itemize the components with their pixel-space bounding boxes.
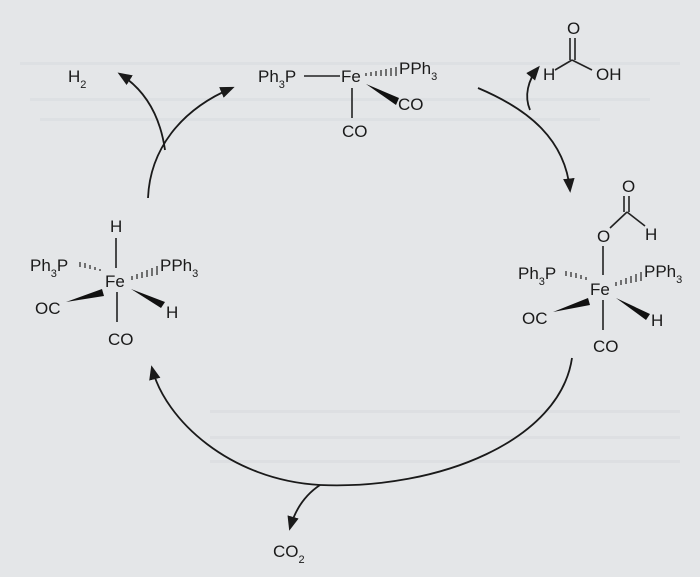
right-bottom-co: CO (593, 337, 619, 356)
left-right-wedge (131, 289, 165, 308)
top-bottom-co: CO (342, 122, 368, 141)
h2-byproduct: H2 (68, 67, 86, 91)
formic-acid: O H OH (543, 19, 622, 84)
formic-carbonyl-o: O (567, 19, 580, 38)
formic-h: H (543, 65, 555, 84)
right-formate-h: H (645, 225, 657, 244)
svg-text:CO2: CO2 (273, 542, 305, 566)
left-top-h: H (110, 217, 122, 236)
right-left-hash-bond (565, 271, 587, 280)
top-wedge-co: CO (398, 95, 424, 114)
left-iron-complex: H Ph3P Fe PPh3 OC H CO (30, 217, 198, 349)
right-left-wedge (553, 298, 590, 312)
arrow-to-formate-complex (477, 87, 575, 193)
arrow-formic-acid-entry (526, 65, 540, 111)
right-right-wedge (616, 298, 650, 320)
right-metal-fe: Fe (590, 280, 610, 299)
top-wedge-bond (366, 84, 399, 105)
top-left-ligand-ph3p: Ph3P (258, 67, 296, 91)
left-left-wedge (66, 289, 104, 302)
background-texture (20, 62, 680, 463)
right-left-ligand-ph3p: Ph3P (518, 264, 556, 288)
arrow-to-dihydride-complex (149, 357, 573, 487)
left-left-ligand-ph3p: Ph3P (30, 256, 68, 280)
right-carbonyl-o: O (622, 177, 635, 196)
top-hash-bond (365, 67, 397, 76)
arrow-h2-release (117, 72, 166, 151)
right-wedge-oc: OC (522, 309, 548, 328)
left-left-hash-bond (79, 262, 101, 271)
left-right-hash-bond (131, 266, 158, 280)
arrow-co2-release (287, 484, 321, 531)
left-wedge-h: H (166, 303, 178, 322)
top-iron-complex: Ph3P Fe PPh3 CO CO (258, 59, 437, 141)
formic-oh: OH (596, 65, 622, 84)
left-metal-fe: Fe (105, 272, 125, 291)
left-right-ligand-pph3: PPh3 (160, 256, 198, 280)
right-iron-complex: O H O Ph3P Fe PPh3 OC H CO (518, 177, 682, 356)
arrow-to-top-complex (147, 86, 235, 199)
right-wedge-h: H (651, 311, 663, 330)
co2-byproduct: CO2 (273, 542, 305, 566)
right-right-ligand-pph3: PPh3 (644, 262, 682, 286)
left-wedge-oc: OC (35, 299, 61, 318)
top-metal-fe: Fe (341, 67, 361, 86)
left-bottom-co: CO (108, 330, 134, 349)
right-o-link: O (597, 227, 610, 246)
svg-text:H2: H2 (68, 67, 86, 91)
right-right-hash-bond (615, 272, 642, 286)
top-right-ligand-pph3: PPh3 (399, 59, 437, 83)
